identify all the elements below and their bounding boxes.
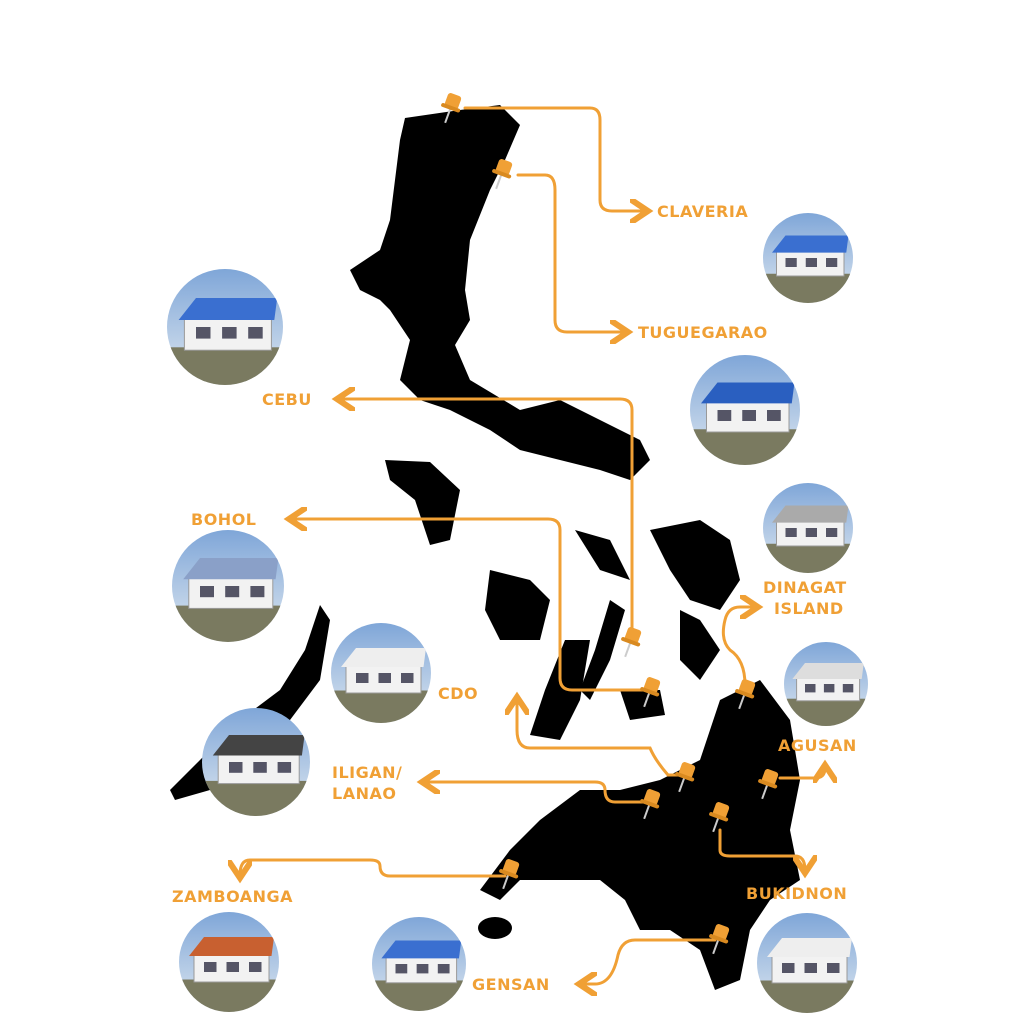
basilan — [478, 917, 512, 939]
pushpin-icon — [640, 789, 661, 820]
pins — [441, 93, 779, 955]
label-dinagat-1: DINAGAT — [763, 578, 847, 597]
samar — [650, 520, 740, 610]
pushpin-icon — [640, 677, 661, 708]
pushpin-icon — [621, 627, 642, 658]
negros — [530, 640, 590, 740]
pushpin-icon — [709, 802, 730, 833]
cebu-island — [580, 600, 625, 700]
label-dinagat-2: ISLAND — [773, 599, 844, 618]
mindanao — [480, 680, 800, 990]
connectors — [240, 106, 825, 984]
site-photo — [179, 912, 279, 1012]
pushpin-icon — [441, 93, 462, 124]
site-photo — [757, 913, 857, 1013]
label-iligan: ILIGAN/LANAO — [332, 762, 402, 804]
site-photo — [784, 642, 868, 726]
pushpin-icon — [492, 159, 513, 190]
site-photo — [690, 355, 800, 465]
label-iligan-2: LANAO — [332, 784, 397, 803]
label-tuguegarao: TUGUEGARAO — [638, 323, 768, 342]
site-photo — [763, 213, 853, 303]
label-iligan-1: ILIGAN/ — [332, 763, 403, 782]
luzon — [350, 105, 650, 480]
pushpin-icon — [675, 762, 696, 793]
label-cdo: CDO — [438, 684, 479, 703]
label-zamboanga: ZAMBOANGA — [172, 887, 294, 906]
leyte — [680, 610, 720, 680]
site-photo — [372, 917, 466, 1011]
label-claveria: CLAVERIA — [657, 202, 749, 221]
label-bukidnon: BUKIDNON — [746, 884, 848, 903]
label-dinagat: DINAGAT ISLAND — [763, 577, 847, 619]
label-agusan: AGUSAN — [778, 736, 857, 755]
pushpin-icon — [499, 859, 520, 890]
pushpin-icon — [735, 679, 756, 710]
label-gensan: GENSAN — [472, 975, 550, 994]
label-bohol: BOHOL — [191, 510, 257, 529]
site-photo — [167, 269, 283, 385]
pushpin-icon — [758, 769, 779, 800]
site-photo — [331, 623, 431, 723]
site-photo — [172, 530, 284, 642]
label-cebu: CEBU — [262, 390, 312, 409]
site-photo — [202, 708, 310, 816]
mindoro — [385, 460, 460, 545]
panay — [485, 570, 550, 640]
visayas-small — [575, 530, 630, 580]
bohol-island — [620, 690, 665, 720]
site-photo — [763, 483, 853, 573]
pushpin-icon — [709, 924, 730, 955]
